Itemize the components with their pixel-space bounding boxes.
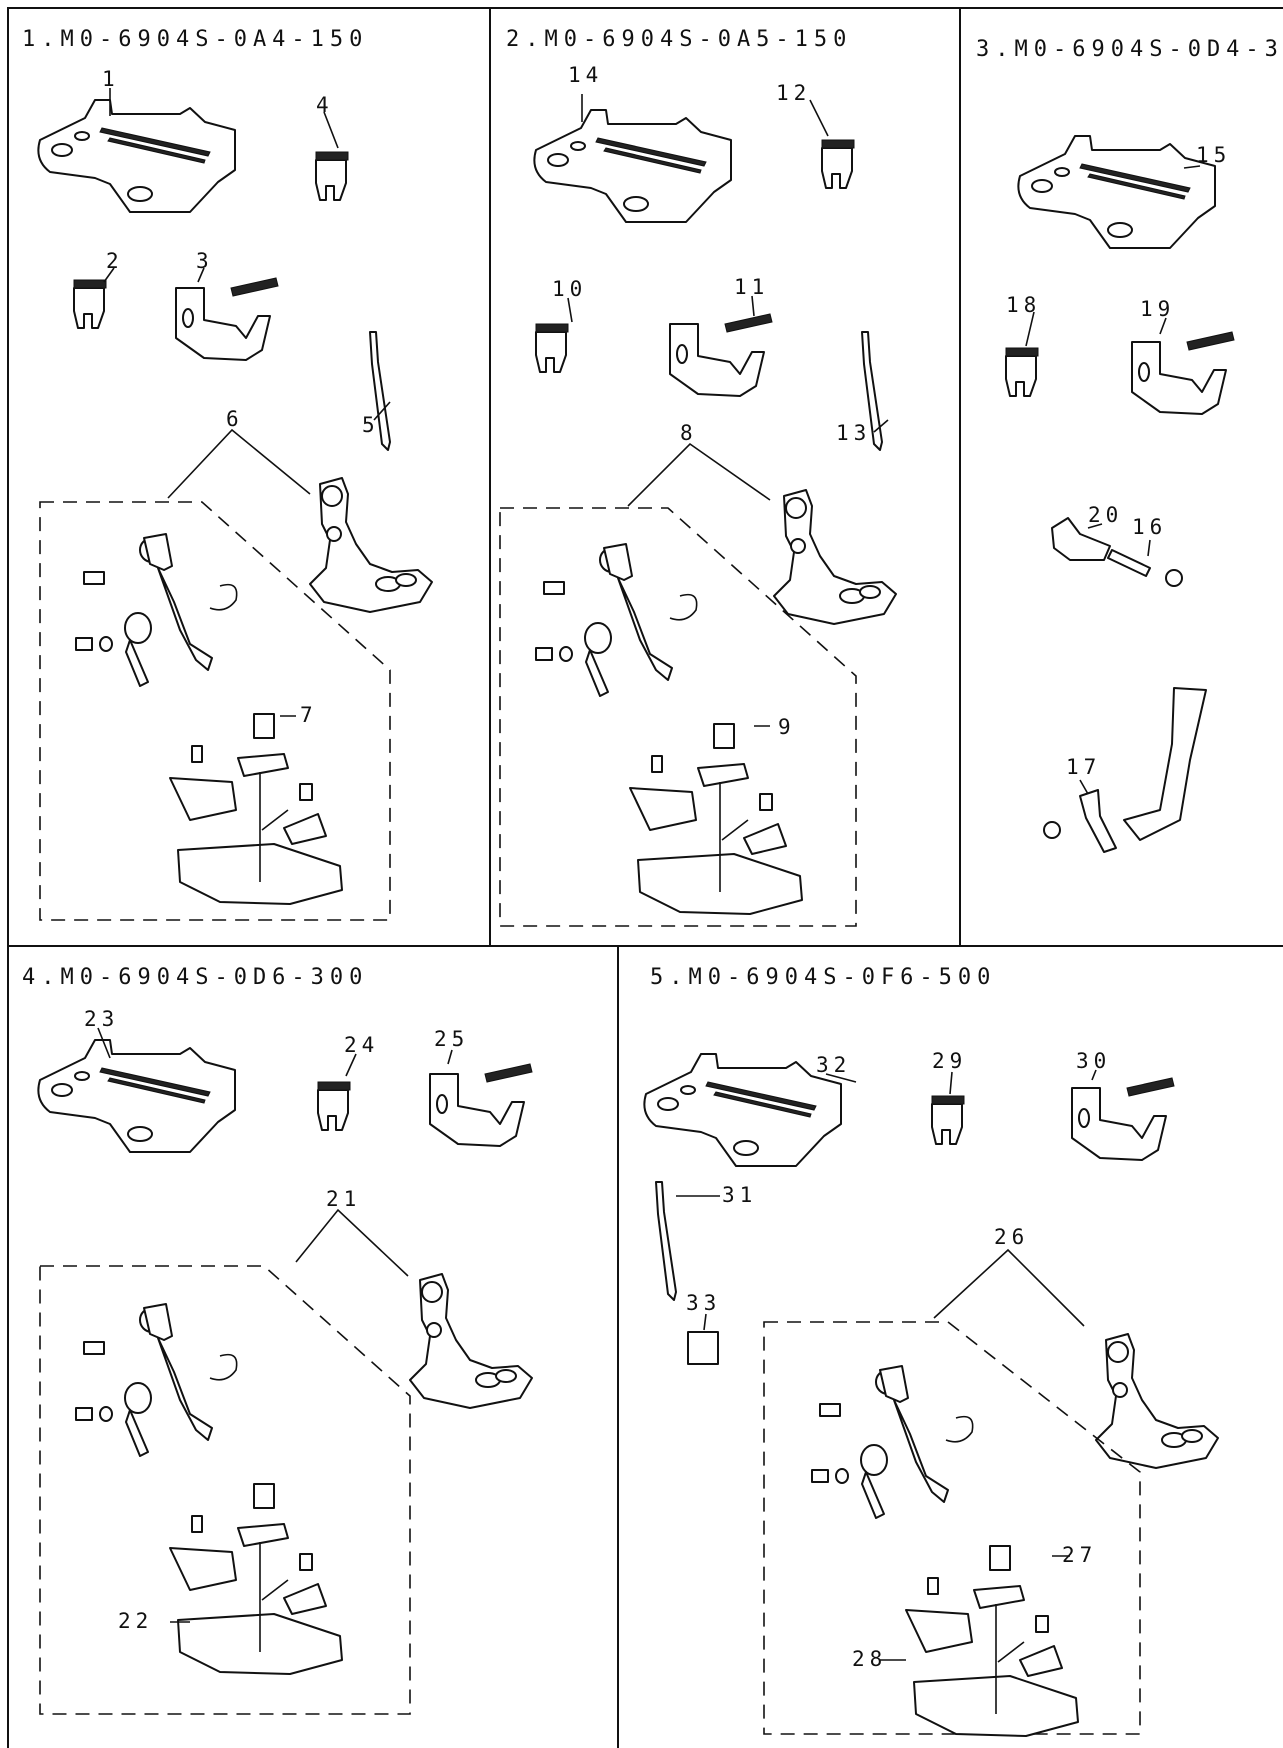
panel-2: 2.M0-6904S-0A5-150 14 10 11 12 13 8 9 bbox=[499, 27, 897, 927]
callout-14: 14 bbox=[568, 63, 603, 87]
callout-27: 27 bbox=[1062, 1543, 1097, 1567]
callout-33: 33 bbox=[686, 1291, 721, 1315]
panel-3: 3.M0-6904S-0D4-3F6 15 18 19 20 16 17 bbox=[976, 37, 1283, 853]
panel-4-title: 4.M0-6904S-0D6-300 bbox=[22, 965, 368, 990]
callout-23: 23 bbox=[84, 1007, 119, 1031]
panel-3-title: 3.M0-6904S-0D4-3F6 bbox=[976, 37, 1283, 62]
callout-10: 10 bbox=[552, 277, 587, 301]
callout-2: 2 bbox=[106, 249, 124, 273]
callout-28: 28 bbox=[852, 1647, 887, 1671]
panel-5: 5.M0-6904S-0F6-500 32 29 30 31 33 26 27 … bbox=[643, 965, 1219, 1737]
callout-7: 7 bbox=[300, 703, 318, 727]
callout-30: 30 bbox=[1076, 1049, 1111, 1073]
callout-18: 18 bbox=[1006, 293, 1041, 317]
panel-frames bbox=[7, 7, 1283, 1748]
callout-29: 29 bbox=[932, 1049, 967, 1073]
callout-1: 1 bbox=[102, 67, 120, 91]
callout-25: 25 bbox=[434, 1027, 469, 1051]
callout-11: 11 bbox=[734, 275, 769, 299]
callout-15: 15 bbox=[1196, 143, 1231, 167]
panel-4: 4.M0-6904S-0D6-300 23 24 25 21 22 bbox=[22, 965, 533, 1715]
callout-16: 16 bbox=[1132, 515, 1167, 539]
callout-21: 21 bbox=[326, 1187, 361, 1211]
panel-1: 1.M0-6904S-0A4-150 1 2 3 4 5 6 7 bbox=[22, 27, 433, 921]
panel-1-title: 1.M0-6904S-0A4-150 bbox=[22, 27, 368, 52]
callout-5: 5 bbox=[362, 413, 380, 437]
callout-13: 13 bbox=[836, 421, 871, 445]
callout-6: 6 bbox=[226, 407, 244, 431]
panel-5-title: 5.M0-6904S-0F6-500 bbox=[650, 965, 996, 990]
panel-2-title: 2.M0-6904S-0A5-150 bbox=[506, 27, 852, 52]
callout-22: 22 bbox=[118, 1609, 153, 1633]
callout-32: 32 bbox=[816, 1053, 851, 1077]
callout-20: 20 bbox=[1088, 503, 1123, 527]
callout-17: 17 bbox=[1066, 755, 1101, 779]
callout-8: 8 bbox=[680, 421, 698, 445]
callout-19: 19 bbox=[1140, 297, 1175, 321]
callout-3: 3 bbox=[196, 249, 214, 273]
callout-4: 4 bbox=[316, 93, 334, 117]
callout-9: 9 bbox=[778, 715, 796, 739]
callout-24: 24 bbox=[344, 1033, 379, 1057]
callout-12: 12 bbox=[776, 81, 811, 105]
callout-31: 31 bbox=[722, 1183, 757, 1207]
callout-26: 26 bbox=[994, 1225, 1029, 1249]
